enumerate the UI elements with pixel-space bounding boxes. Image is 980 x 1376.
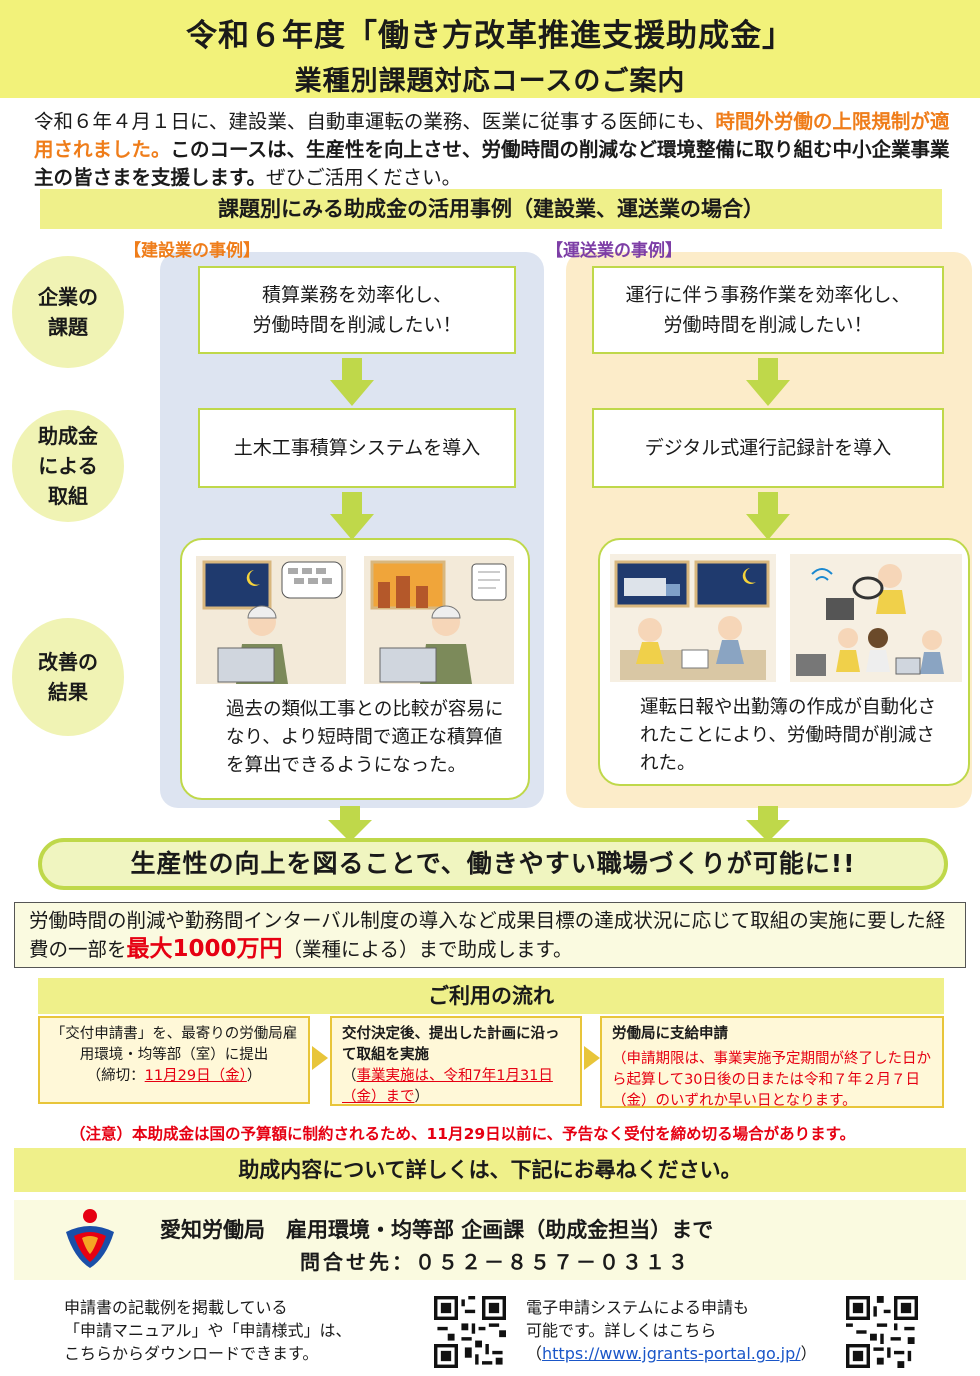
flow-step-1-deadline-prefix: （締切： [86, 1068, 145, 1084]
down-arrow-icon [330, 492, 374, 540]
construction-result-text: 過去の類似工事との比較が容易になり、より短時間で適正な積算値を算出できるようにな… [226, 699, 504, 776]
subsidy-info-text-1: 労働時間の削減や勤務間インターバル制度の導入など成果目標の達成状況に応じて取組の… [29, 909, 946, 961]
footer-right-line1: 電子申請システムによる申請も [526, 1298, 750, 1317]
intro-paragraph: 令和６年４月１日に、建設業、自動車運転の業務、医業に従事する医師にも、時間外労働… [34, 108, 954, 192]
footer-left-line3: こちらからダウンロードできます。 [64, 1344, 319, 1363]
transport-case-label: 【運送業の事例】 [546, 241, 682, 261]
subsidy-info-box: 労働時間の削減や勤務間インターバル制度の導入など成果目標の達成状況に応じて取組の… [14, 902, 966, 968]
intro-text-bold: このコースは、生産性を向上させ、労働時間の削減など環境整備に取り組む中小企業事業… [34, 138, 950, 189]
details-band: 助成内容について詳しくは、下記にお尋ねください。 [14, 1148, 966, 1192]
intro-text-2: ぜひご活用ください。 [266, 166, 462, 189]
productivity-banner: 生産性の向上を図ることで、働きやすい職場づくりが可能に!! [38, 838, 948, 890]
down-arrow-icon [328, 806, 372, 842]
contact-department: 愛知労働局 雇用環境・均等部 企画課（助成金担当）まで [160, 1218, 714, 1242]
intro-text-1: 令和６年４月１日に、建設業、自動車運転の業務、医業に従事する医師にも、 [34, 110, 716, 133]
right-arrow-icon [312, 1046, 328, 1070]
flow-step-2-note-suffix: ） [414, 1089, 430, 1105]
page-subtitle: 業種別課題対応コースのご案内 [294, 66, 686, 97]
transport-result-box: 運転日報や出勤簿の作成が自動化されたことにより、労働時間が削減された。 [598, 538, 970, 786]
max-amount: 最大1000万円 [126, 936, 283, 962]
flow-step-3: 労働局に支給申請 （申請期限は、事業実施予定期間が終了した日から起算して30日後… [600, 1016, 944, 1109]
row-label-action-line3: 取組 [48, 484, 88, 508]
construction-action-text: 土木工事積算システムを導入 [233, 437, 481, 459]
flow-step-1-deadline-suffix: ） [246, 1068, 262, 1084]
construction-action-box: 土木工事積算システムを導入 [198, 408, 516, 488]
footer-url-suffix: ） [800, 1344, 817, 1363]
intro-highlight: 時間外労働の上限規制が適用されました。 [34, 110, 950, 161]
footer-right-line2: 可能です。詳しくはこちら [526, 1321, 717, 1340]
construction-challenge-line1: 積算業務を効率化し、 [261, 284, 452, 306]
transport-challenge-box: 運行に伴う事務作業を効率化し、労働時間を削減したい！ [592, 266, 944, 354]
footer-online-text: 電子申請システムによる申請も 可能です。詳しくはこちら （https://www… [526, 1296, 817, 1365]
budget-notice: （注意）本助成金は国の予算額に制約されるため、11月29日以前に、予告なく受付を… [70, 1125, 856, 1143]
row-label-result-line2: 結果 [48, 680, 88, 704]
transport-result-text: 運転日報や出勤簿の作成が自動化されたことにより、労働時間が削減された。 [640, 697, 937, 774]
flow-step-3-note: （申請期限は、事業実施予定期間が終了した日から起算して30日後の日または令和７年… [612, 1051, 931, 1109]
flow-step-2-note: 事業実施は、令和7年1月31日（金）まで [342, 1068, 553, 1105]
row-label-challenge: 企業の課題 [12, 256, 124, 368]
down-arrow-icon [746, 492, 790, 540]
transport-challenge-line2: 労働時間を削減したい！ [663, 314, 873, 336]
transport-action-box: デジタル式運行記録計を導入 [592, 408, 944, 488]
down-arrow-icon [330, 358, 374, 406]
flow-step-3-head: 労働局に支給申請 [612, 1026, 728, 1042]
flow-title: ご利用の流れ [38, 978, 944, 1014]
construction-result-box: 過去の類似工事との比較が容易になり、より短時間で適正な積算値を算出できるようにな… [180, 538, 530, 800]
row-label-result: 改善の結果 [12, 618, 124, 736]
jgrants-link[interactable]: https://www.jgrants-portal.go.jp/ [542, 1344, 801, 1363]
row-label-challenge-line1: 企業の [38, 285, 98, 309]
subsidy-info-text-2: （業種による）まで助成します。 [282, 938, 573, 961]
contact-box [14, 1200, 966, 1280]
row-label-challenge-line2: 課題 [48, 315, 88, 339]
row-label-action-line1: 助成金 [38, 424, 98, 448]
section-title: 課題別にみる助成金の活用事例（建設業、運送業の場合） [40, 189, 942, 229]
footer-right-line3: （https://www.jgrants-portal.go.jp/） [526, 1342, 817, 1365]
footer-manual-text: 申請書の記載例を掲載している 「申請マニュアル」や「申請様式」は、 こちらからダ… [64, 1296, 352, 1365]
transport-illustration [610, 554, 962, 682]
footer-left-line1: 申請書の記載例を掲載している [64, 1298, 288, 1317]
construction-challenge-line2: 労働時間を削減したい！ [252, 314, 462, 336]
qr-code-icon[interactable] [846, 1296, 918, 1368]
right-arrow-icon [584, 1046, 600, 1070]
flow-step-2-note-prefix: （ [342, 1068, 357, 1084]
construction-case-label: 【建設業の事例】 [124, 241, 260, 261]
footer-url-prefix: （ [526, 1344, 543, 1363]
transport-challenge-line1: 運行に伴う事務作業を効率化し、 [625, 284, 911, 306]
transport-action-text: デジタル式運行記録計を導入 [644, 437, 892, 459]
page-header: 令和６年度「働き方改革推進支援助成金」 業種別課題対応コースのご案内 [0, 0, 980, 98]
flow-step-2-head: 交付決定後、提出した計画に沿って取組を実施 [342, 1026, 560, 1063]
page-title: 令和６年度「働き方改革推進支援助成金」 [186, 18, 794, 54]
construction-illustration [196, 556, 514, 684]
qr-code-icon[interactable] [434, 1296, 506, 1368]
flow-step-1-deadline: 11月29日（金） [144, 1068, 247, 1084]
row-label-action-line2: による [38, 454, 98, 478]
contact-phone[interactable]: 問合せ先：０５２－８５７－０３１３ [300, 1250, 691, 1274]
down-arrow-icon [746, 806, 790, 842]
row-label-result-line1: 改善の [38, 650, 98, 674]
footer-left-line2: 「申請マニュアル」や「申請様式」は、 [64, 1321, 352, 1340]
down-arrow-icon [746, 358, 790, 406]
construction-challenge-box: 積算業務を効率化し、労働時間を削減したい！ [198, 266, 516, 354]
flow-step-2: 交付決定後、提出した計画に沿って取組を実施 （事業実施は、令和7年1月31日（金… [330, 1016, 582, 1106]
flow-step-1: 「交付申請書」を、最寄りの労働局雇用環境・均等部（室）に提出 （締切：11月29… [38, 1016, 310, 1104]
flow-step-1-text: 「交付申請書」を、最寄りの労働局雇用環境・均等部（室）に提出 [50, 1026, 298, 1063]
row-label-action: 助成金による取組 [12, 410, 124, 522]
ministry-logo-icon [66, 1209, 114, 1268]
